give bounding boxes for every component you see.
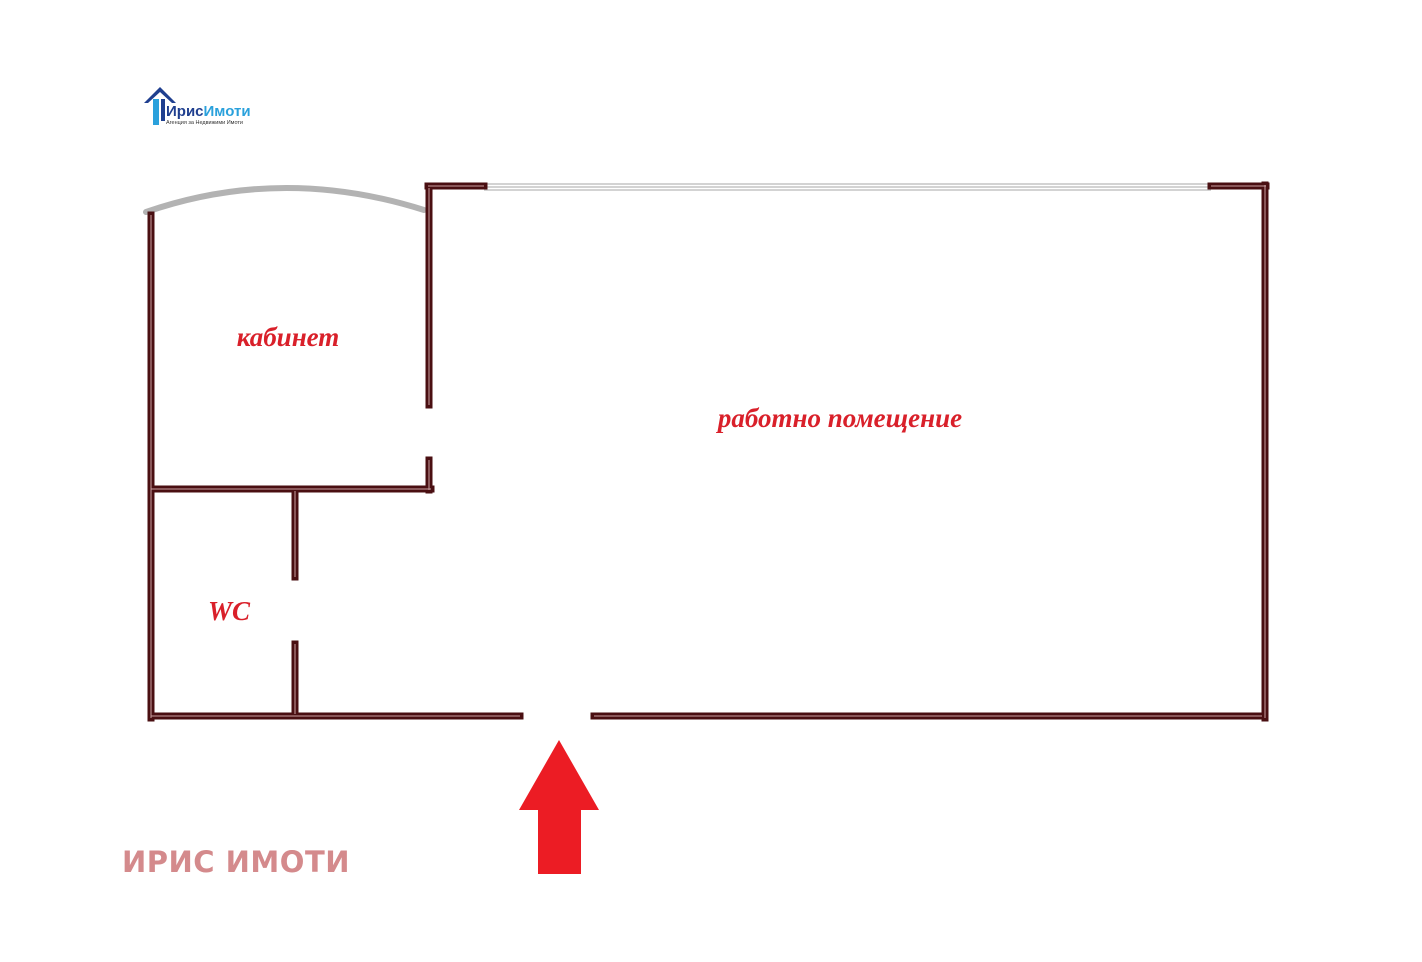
entrance-arrow-icon bbox=[519, 740, 599, 874]
house-logo-icon bbox=[144, 87, 176, 125]
agency-logo: ИрисИмоти Агенция за Недвижими Имоти bbox=[144, 87, 251, 126]
walls bbox=[147, 181, 1270, 722]
logo-name-part2: Имоти bbox=[204, 103, 251, 120]
workspace-window bbox=[484, 183, 1211, 191]
room-label-office: кабинет bbox=[237, 322, 340, 352]
wall-highlight bbox=[150, 185, 1266, 718]
logo-name-part1: Ирис bbox=[166, 103, 204, 120]
windows bbox=[143, 183, 1211, 215]
wall-outline bbox=[147, 181, 1270, 722]
office-bay-window bbox=[143, 185, 427, 215]
room-label-workspace: работно помещение bbox=[716, 403, 962, 433]
agency-watermark: ИРИС ИМОТИ bbox=[122, 845, 350, 879]
logo-tagline: Агенция за Недвижими Имоти bbox=[166, 120, 243, 126]
room-label-toilet: WC bbox=[208, 596, 251, 626]
svg-text:ИрисИмоти: ИрисИмоти bbox=[166, 103, 251, 120]
